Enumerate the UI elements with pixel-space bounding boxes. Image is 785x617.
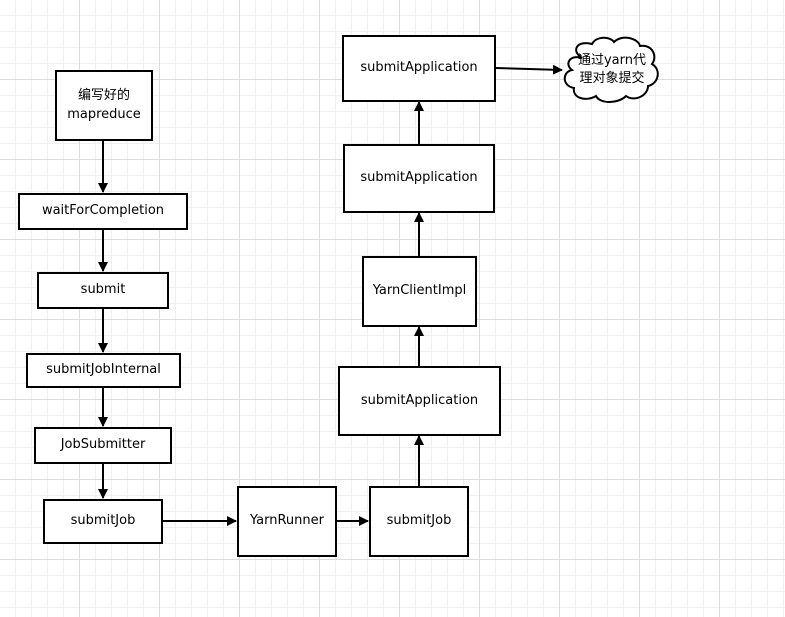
node-submitapplication-2: submitApplication	[343, 144, 495, 213]
node-submitjobinternal-label: submitJobInternal	[46, 362, 161, 378]
node-written-mapreduce: 编写好的 mapreduce	[55, 70, 153, 141]
node-yarnrunner-label: YarnRunner	[250, 513, 324, 529]
node-yarnrunner: YarnRunner	[237, 486, 337, 557]
node-yarn-proxy-cloud-label: 通过yarn代 理对象提交	[577, 53, 646, 86]
node-submitjob-left: submitJob	[43, 499, 163, 544]
node-yarn-proxy-cloud: 通过yarn代 理对象提交	[566, 46, 658, 94]
node-submit-label: submit	[80, 282, 126, 298]
node-submitapplication-2-label: submitApplication	[360, 170, 478, 186]
edge-submitapplication-3-to-cloud	[495, 64, 563, 75]
node-submitjob-left-label: submitJob	[70, 513, 136, 529]
node-submitapplication-3-label: submitApplication	[360, 60, 478, 76]
node-jobsubmitter: JobSubmitter	[34, 427, 172, 464]
node-submitjob-right-label: submitJob	[386, 513, 452, 529]
node-yarnclientimpl: YarnClientImpl	[362, 256, 477, 327]
node-submitapplication-1: submitApplication	[338, 366, 501, 436]
node-submitapplication-1-label: submitApplication	[360, 392, 479, 408]
node-submitapplication-3: submitApplication	[342, 35, 496, 102]
node-waitforcompletion-label: waitForCompletion	[41, 203, 165, 219]
node-yarnclientimpl-label: YarnClientImpl	[372, 283, 467, 299]
node-submit: submit	[37, 272, 169, 309]
node-submitjob-right: submitJob	[369, 486, 469, 557]
node-jobsubmitter-label: JobSubmitter	[60, 437, 146, 453]
node-waitforcompletion: waitForCompletion	[18, 193, 188, 230]
yarn-proxy-cloud-shape	[563, 36, 659, 103]
node-submitjobinternal: submitJobInternal	[26, 353, 181, 388]
node-written-mapreduce-label: 编写好的 mapreduce	[67, 88, 141, 122]
